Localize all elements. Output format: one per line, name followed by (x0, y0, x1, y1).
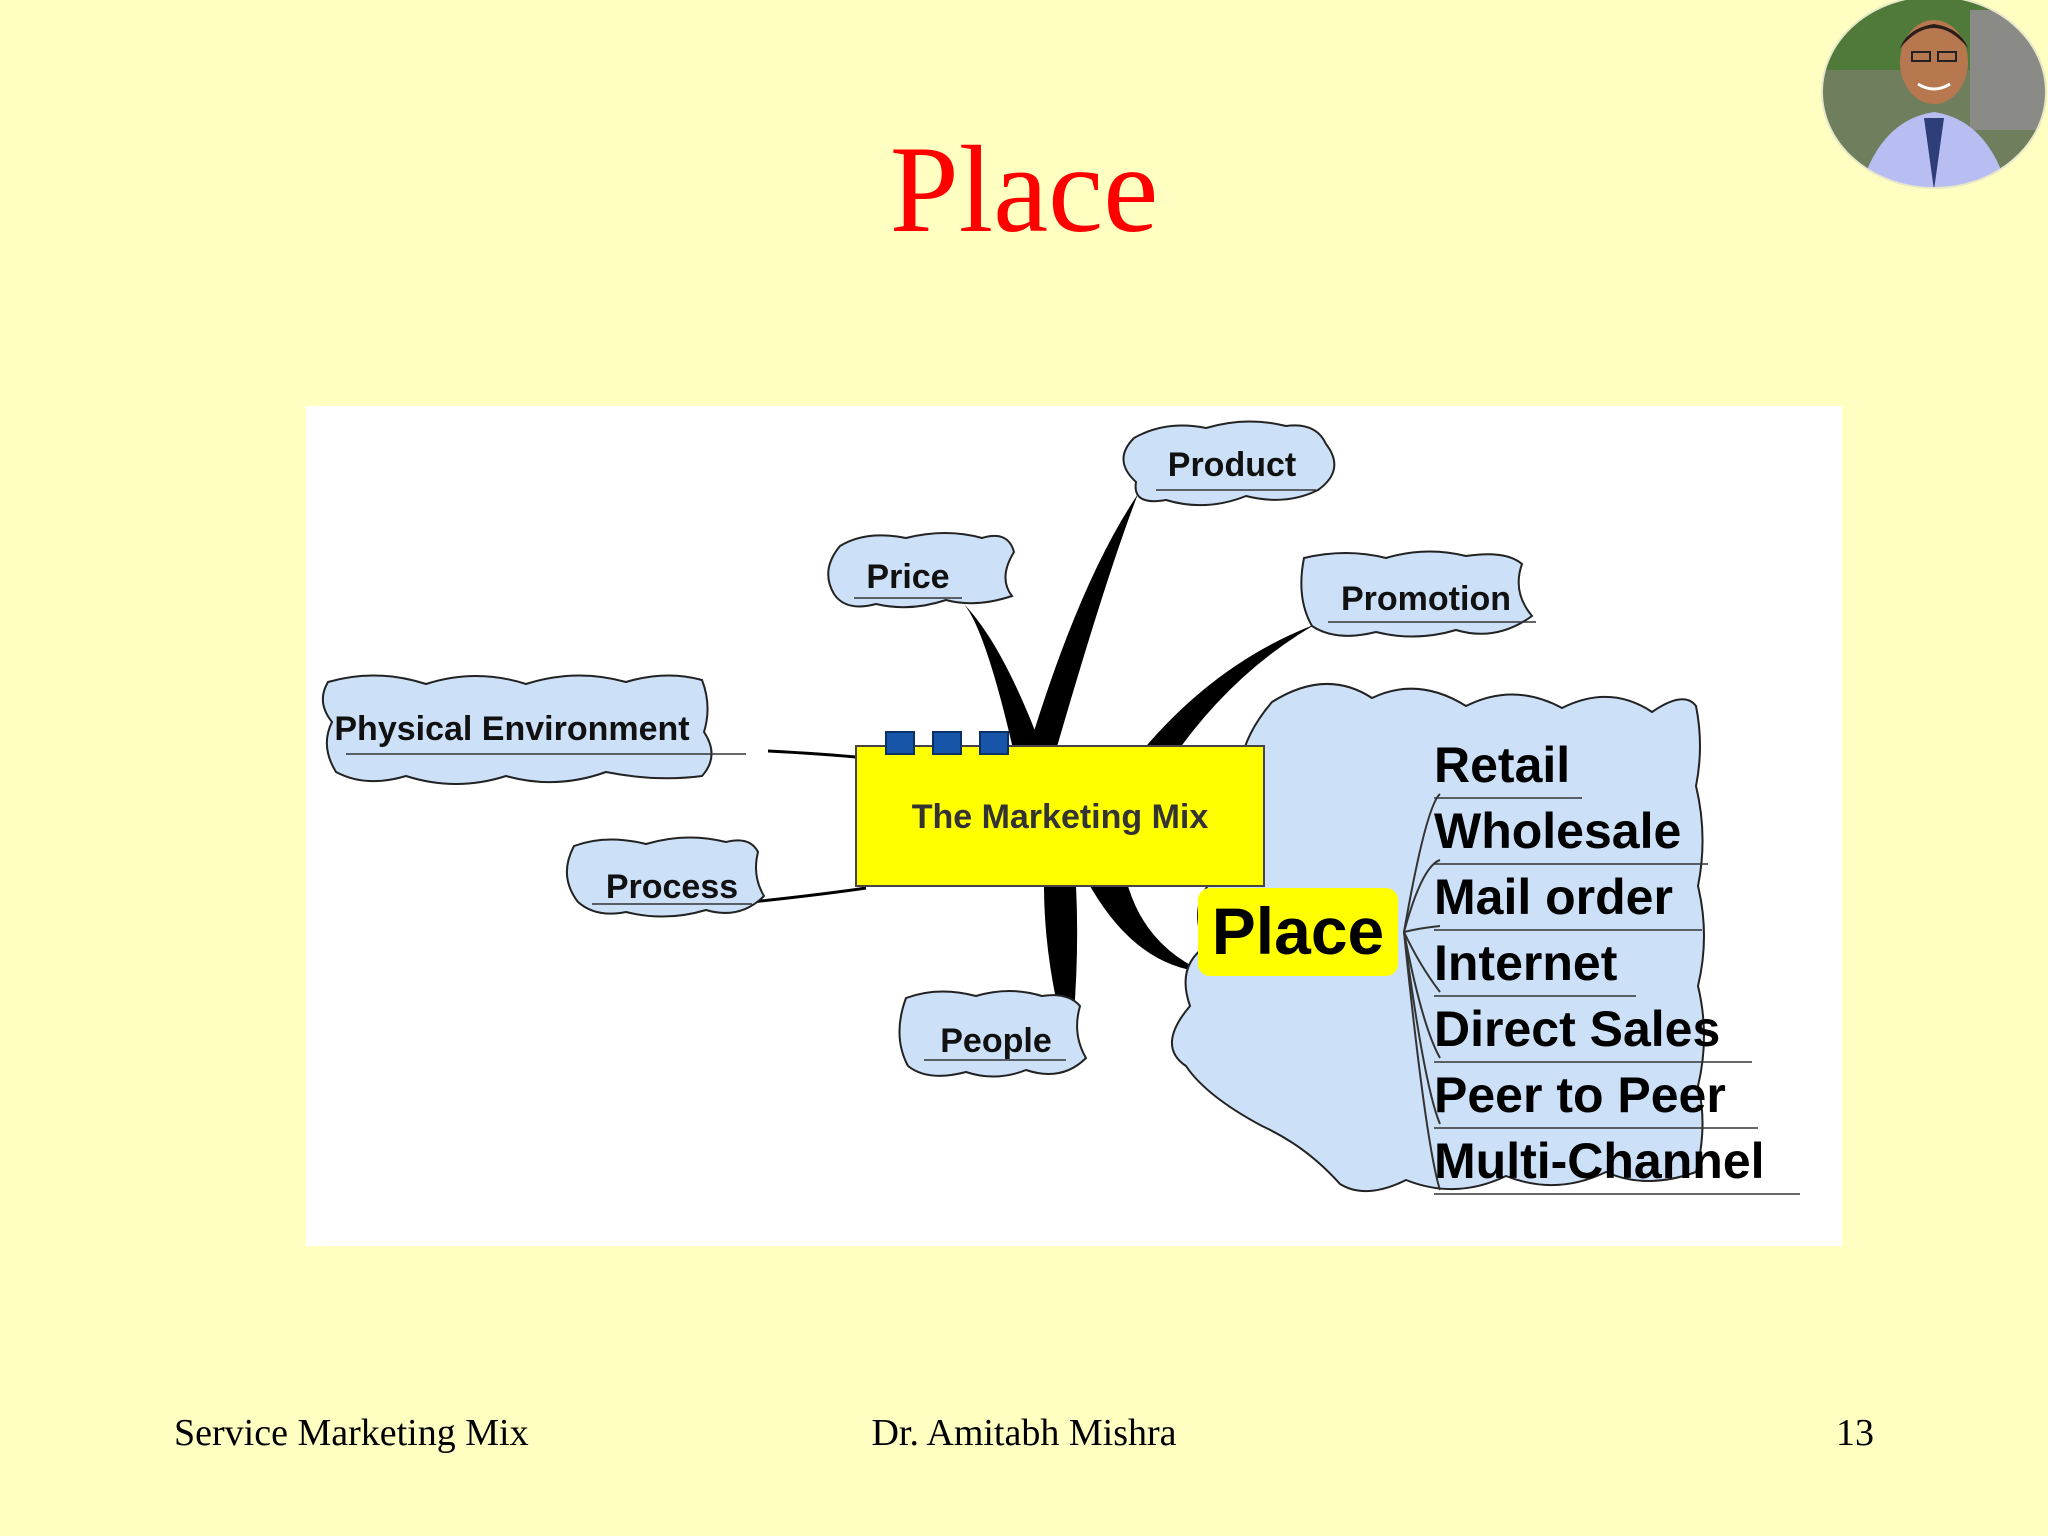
place-item-wholesale: Wholesale (1434, 803, 1681, 859)
branch-people-label: People (940, 1022, 1051, 1060)
place-item-internet: Internet (1434, 935, 1618, 991)
branch-price: Price (827, 532, 1016, 609)
mind-map-canvas: .cloud { fill: #CCE0F8; stroke: #222; st… (321, 420, 1800, 1195)
branch-physical-environment: Physical Environment (321, 674, 746, 785)
branch-product-label: Product (1168, 446, 1296, 484)
spoke-process (751, 886, 867, 904)
handle-2 (932, 731, 962, 755)
branch-promotion-label: Promotion (1341, 580, 1511, 618)
spoke-product (1022, 494, 1138, 771)
branch-process: Process (566, 836, 766, 918)
place-items: Retail Wholesale Mail order Internet Dir… (1434, 737, 1800, 1195)
branch-process-label: Process (606, 868, 738, 906)
branch-product: Product (1122, 420, 1336, 507)
branch-physical-environment-label: Physical Environment (334, 710, 689, 748)
place-node-label: Place (1212, 894, 1384, 968)
slide-title: Place (889, 121, 1159, 258)
handle-3 (979, 731, 1009, 755)
branch-people: People (898, 990, 1088, 1078)
place-cloud (1170, 682, 1705, 1193)
footer-course-title: Service Marketing Mix (174, 1412, 529, 1454)
center-label: The Marketing Mix (912, 798, 1209, 836)
place-item-peer-to-peer: Peer to Peer (1434, 1067, 1726, 1123)
place-item-retail: Retail (1434, 737, 1570, 793)
place-connectors (1403, 793, 1441, 1191)
handle-1 (885, 731, 915, 755)
mind-map-diagram: .cloud { fill: #CCE0F8; stroke: #222; st… (306, 406, 1842, 1246)
spoke-price (962, 602, 1050, 771)
place-item-multi-channel: Multi-Channel (1434, 1133, 1765, 1189)
footer-author: Dr. Amitabh Mishra (871, 1412, 1177, 1454)
center-node: The Marketing Mix (855, 731, 1265, 887)
branch-promotion: Promotion (1300, 550, 1536, 638)
presenter-photo (1821, 0, 2047, 189)
spoke-promotion (1126, 624, 1316, 771)
footer-page-number: 13 (1836, 1412, 1874, 1454)
place-node: Place (1198, 888, 1398, 976)
spoke-physical (767, 749, 867, 760)
branch-price-label: Price (866, 558, 949, 596)
place-item-direct-sales: Direct Sales (1434, 1001, 1720, 1057)
place-item-mail-order: Mail order (1434, 869, 1673, 925)
spoke-place (1090, 886, 1204, 972)
